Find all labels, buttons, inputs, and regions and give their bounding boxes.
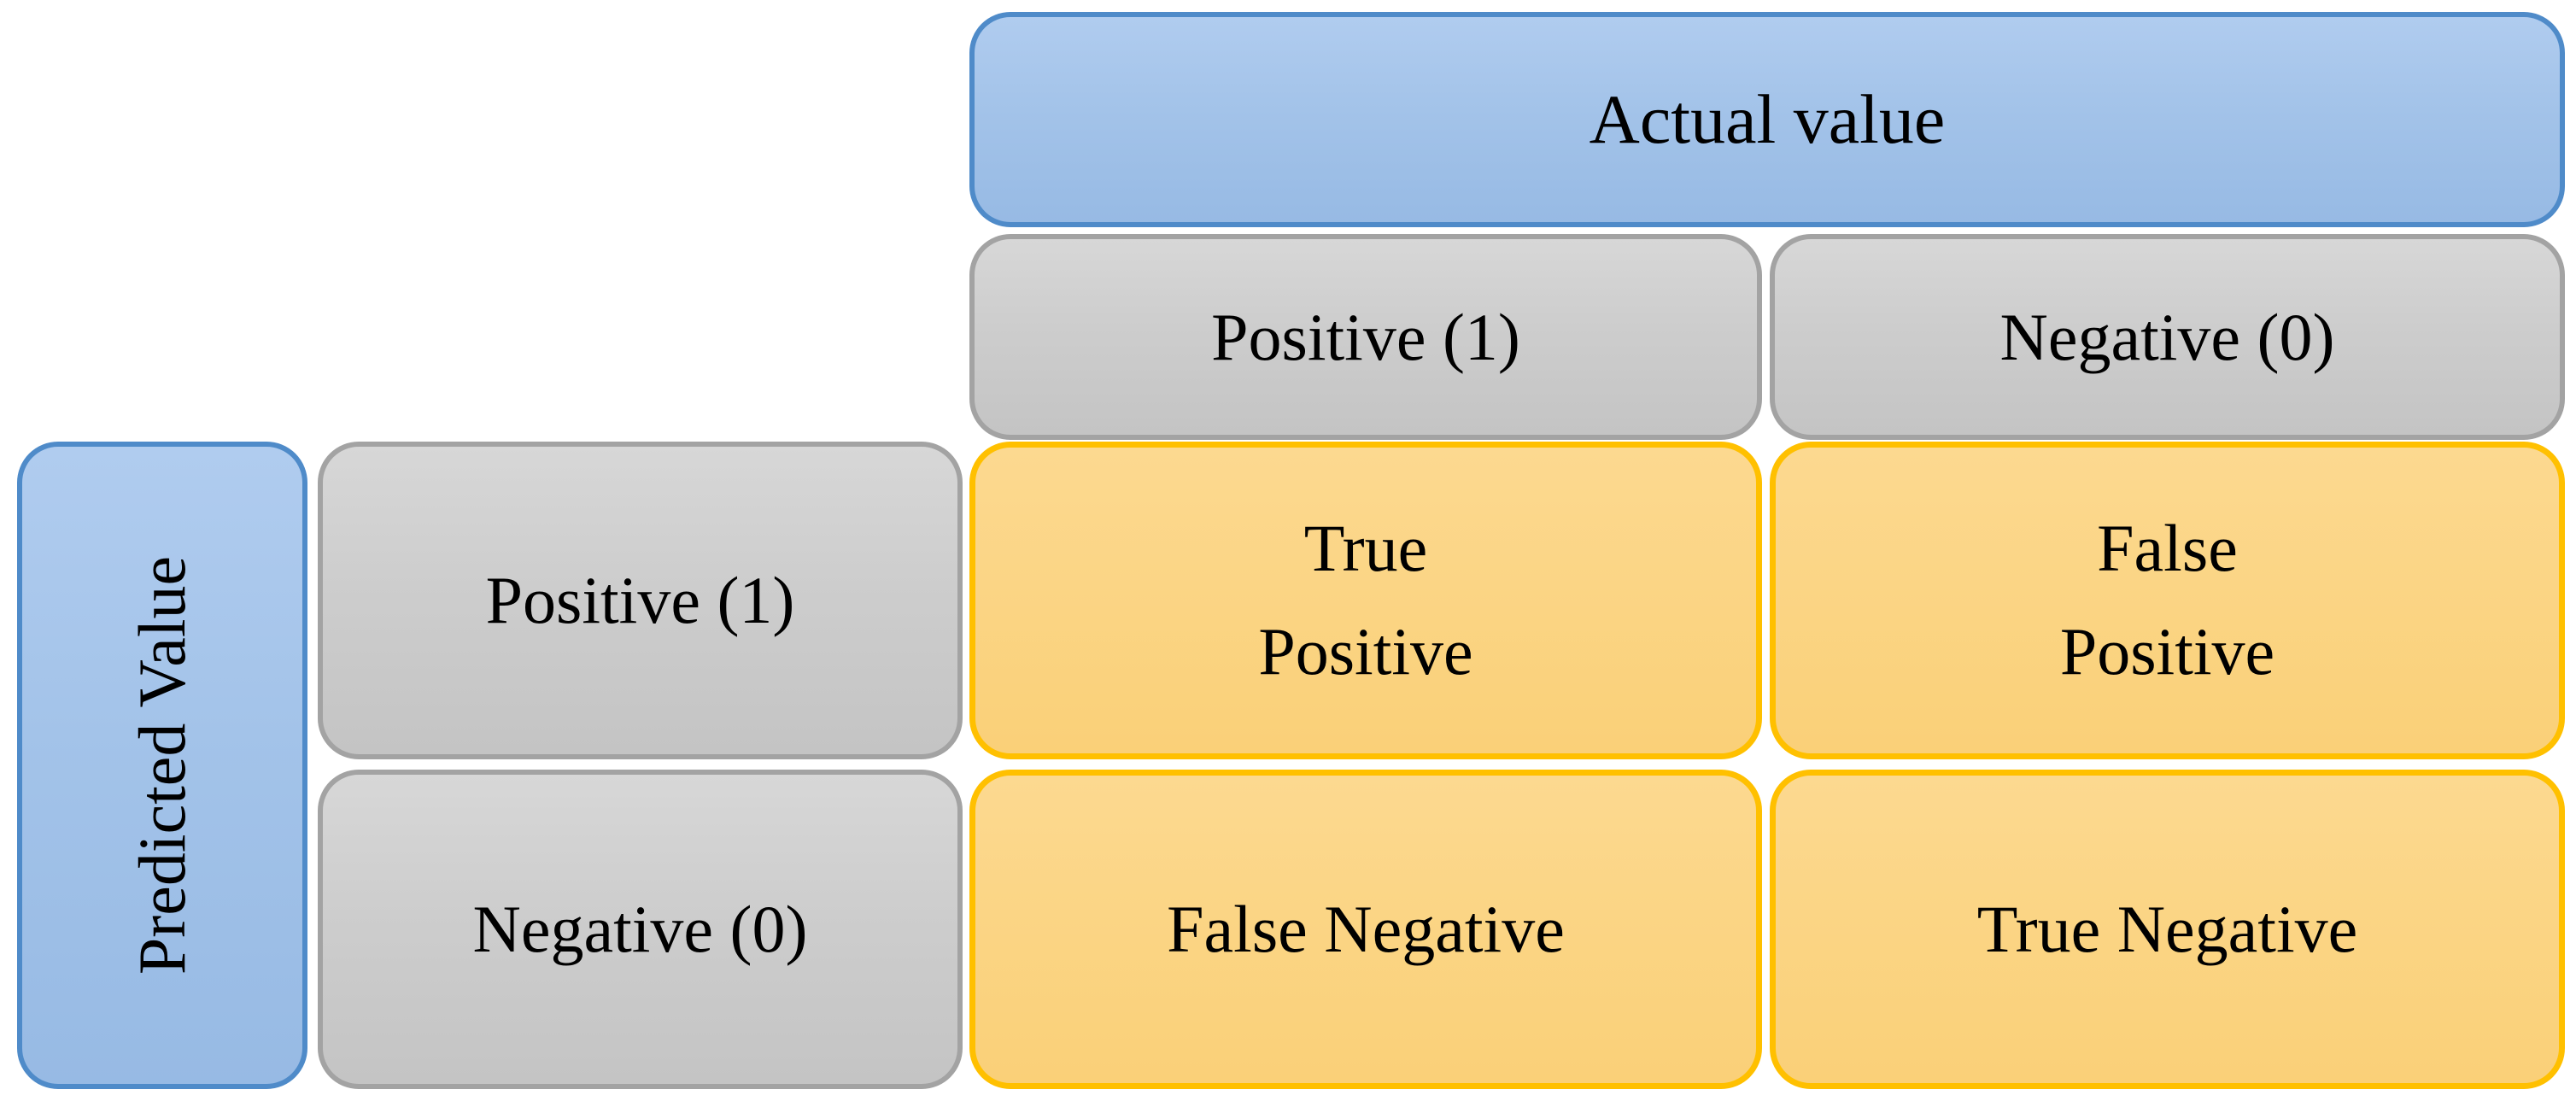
column-header-positive-label: Positive (1) xyxy=(1211,299,1520,374)
column-header-negative-label: Negative (0) xyxy=(1999,299,2335,374)
row-header-negative-label: Negative (0) xyxy=(472,892,808,967)
cell-true-negative: True Negative xyxy=(1770,770,2565,1089)
cell-true-negative-label: True Negative xyxy=(1976,892,2358,967)
cell-false-positive: False Positive xyxy=(1770,442,2565,759)
row-header-negative: Negative (0) xyxy=(318,770,963,1089)
column-header-negative: Negative (0) xyxy=(1770,234,2565,440)
cell-true-positive-line1: True xyxy=(1303,511,1428,586)
row-header-positive-label: Positive (1) xyxy=(485,563,795,638)
cell-false-negative: False Negative xyxy=(969,770,1762,1089)
cell-true-positive-line2: Positive xyxy=(1258,614,1473,688)
cell-true-positive: True Positive xyxy=(969,442,1762,759)
cell-false-positive-line1: False xyxy=(2097,511,2238,586)
actual-value-label: Actual value xyxy=(1589,79,1946,158)
cell-false-positive-line2: Positive xyxy=(2059,614,2275,688)
predicted-value-header: Predicted Value xyxy=(17,442,307,1089)
predicted-value-label: Predicted Value xyxy=(125,555,199,975)
column-header-positive: Positive (1) xyxy=(969,234,1762,440)
cell-false-negative-label: False Negative xyxy=(1167,892,1565,967)
actual-value-header: Actual value xyxy=(969,12,2565,227)
row-header-positive: Positive (1) xyxy=(318,442,963,759)
